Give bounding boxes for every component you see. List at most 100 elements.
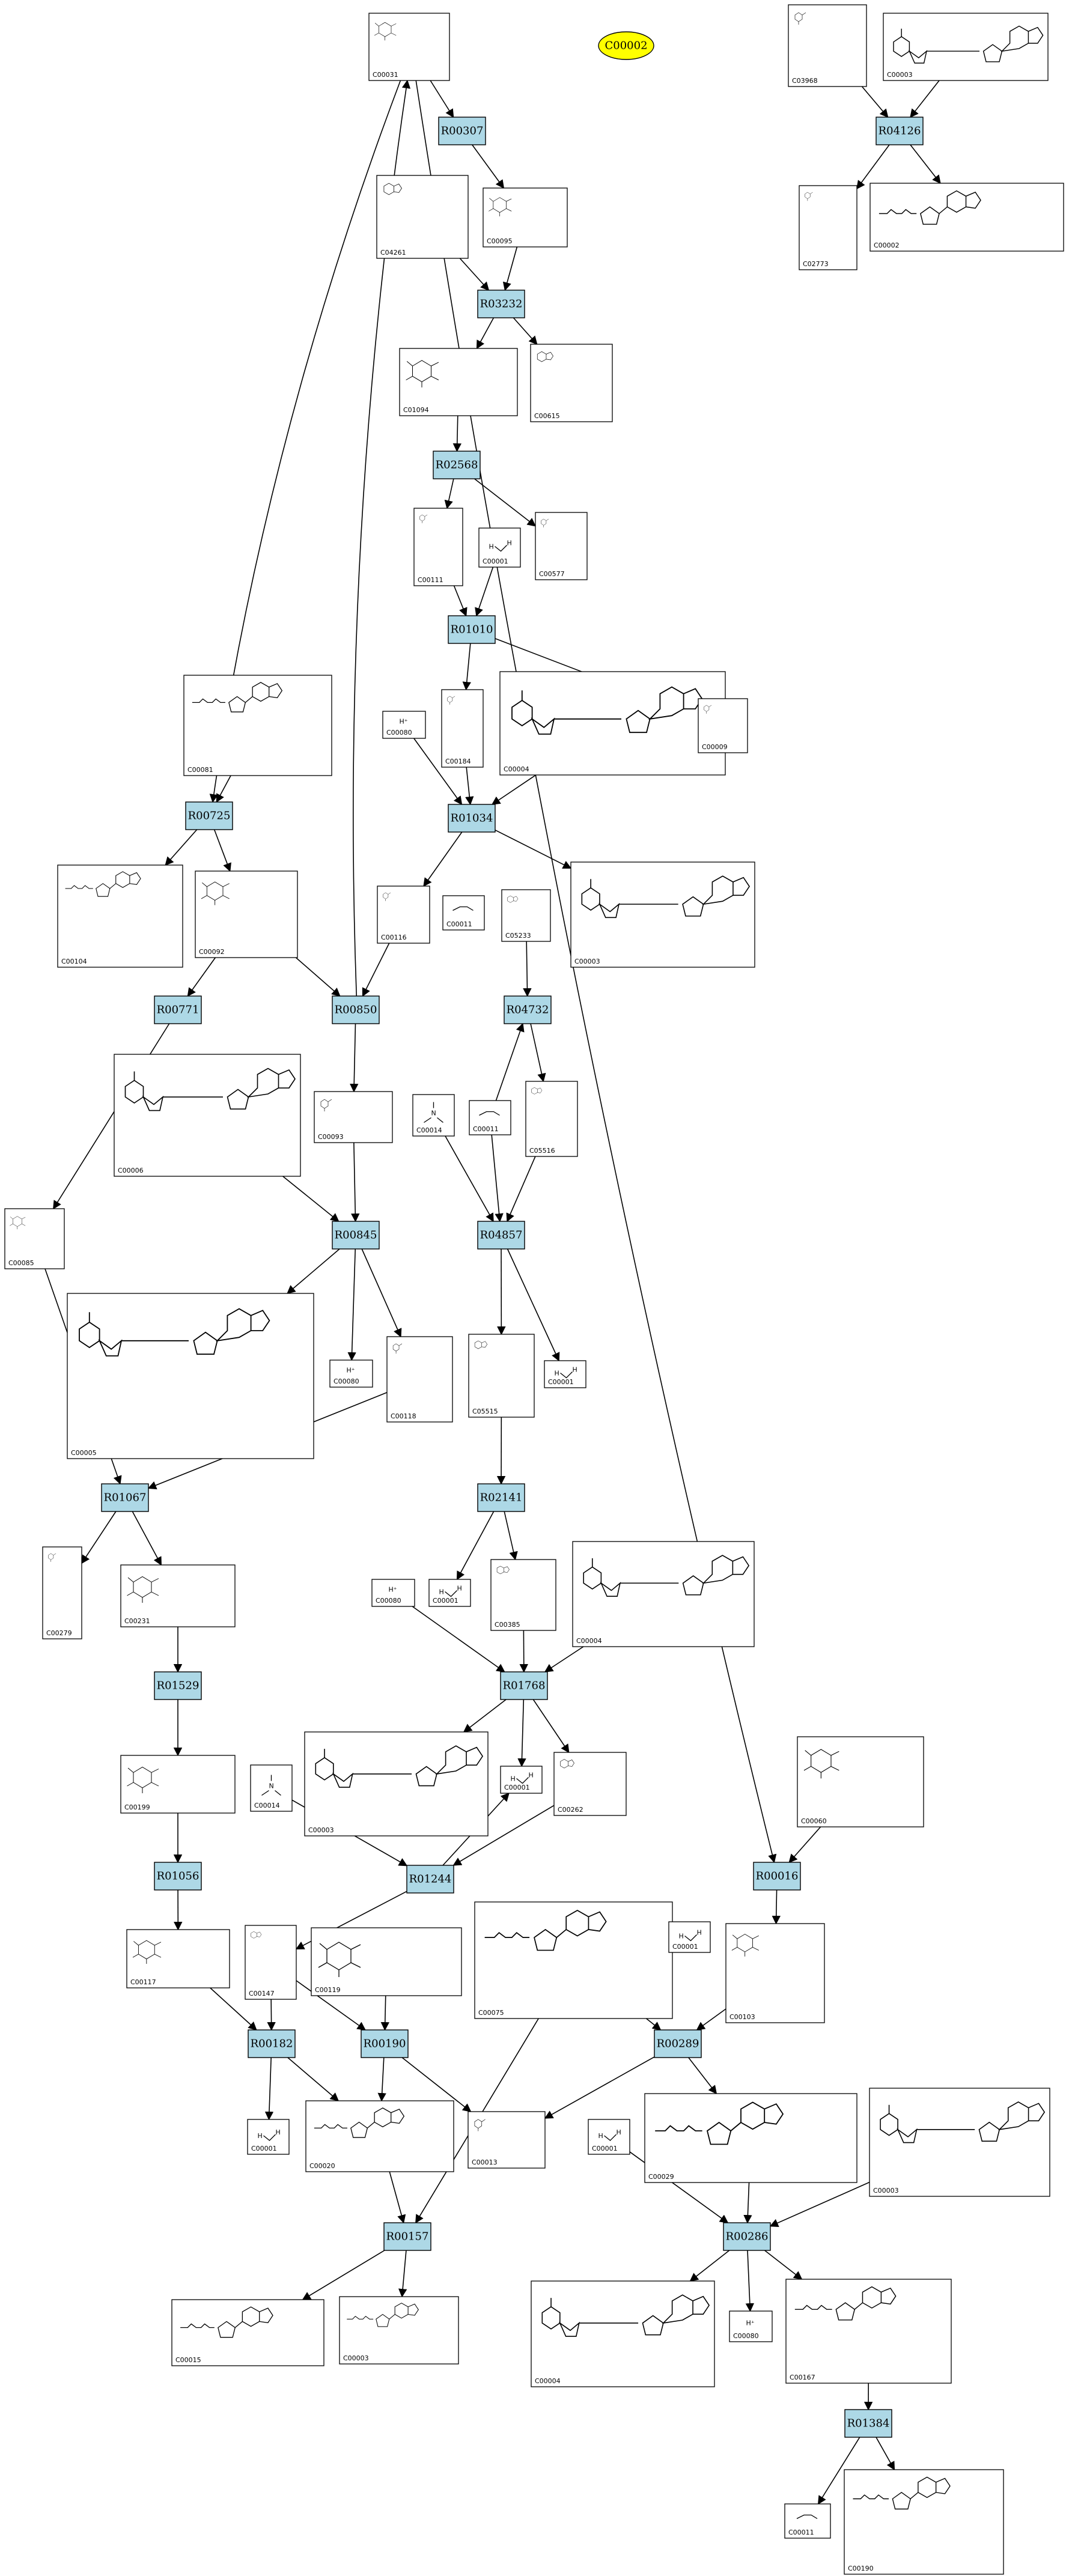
compound-id-label: C00231	[124, 1617, 150, 1625]
compound-node-c00111[interactable]: C00111	[413, 508, 463, 586]
compound-box	[490, 1559, 556, 1631]
compound-node-c00080[interactable]: H⁺C00080	[329, 1359, 373, 1388]
reaction-node-r00845[interactable]: R00845	[332, 1221, 380, 1250]
compound-node-c00011[interactable]: C00011	[469, 1100, 511, 1135]
compound-node-c00184[interactable]: C00184	[441, 689, 484, 768]
reaction-node-r00725[interactable]: R00725	[185, 801, 233, 830]
compound-node-c00013[interactable]: C00013	[467, 2111, 546, 2169]
compound-node-c00262[interactable]: C00262	[553, 1752, 627, 1816]
compound-node-c00003[interactable]: C00003	[570, 861, 755, 968]
reaction-node-r00307[interactable]: R00307	[438, 117, 486, 145]
reaction-node-r04126[interactable]: R04126	[876, 117, 924, 145]
compound-node-c05515[interactable]: C05515	[468, 1334, 535, 1418]
reaction-node-r01056[interactable]: R01056	[154, 1862, 202, 1891]
reaction-node-r00289[interactable]: R00289	[654, 2029, 702, 2058]
reaction-node-r01010[interactable]: R01010	[448, 615, 496, 644]
compound-node-c00003[interactable]: C00003	[883, 13, 1049, 81]
compound-node-c00116[interactable]: C00116	[377, 886, 430, 944]
highlight-compound-node[interactable]: C00002	[598, 31, 654, 60]
reaction-node-r00182[interactable]: R00182	[248, 2029, 296, 2058]
reaction-node-r01384[interactable]: R01384	[844, 2409, 892, 2438]
compound-node-c00615[interactable]: C00615	[530, 344, 613, 422]
reaction-node-r00190[interactable]: R00190	[361, 2029, 409, 2058]
compound-node-c00093[interactable]: C00093	[314, 1091, 393, 1143]
edge-c00117-to-r00182	[210, 1987, 257, 2031]
compound-node-c04261[interactable]: C04261	[376, 175, 469, 259]
compound-node-c00005[interactable]: C00005	[67, 1293, 314, 1459]
compound-node-c02773[interactable]: C02773	[799, 185, 857, 270]
compound-node-c00004[interactable]: C00004	[499, 671, 726, 776]
reaction-node-r02568[interactable]: R02568	[433, 451, 481, 479]
compound-node-c00009[interactable]: C00009	[698, 698, 748, 753]
reaction-node-r00157[interactable]: R00157	[383, 2222, 431, 2251]
compound-node-c00075[interactable]: C00075	[474, 1901, 673, 2019]
compound-node-c00080[interactable]: H⁺C00080	[371, 1579, 415, 1607]
compound-node-c00119[interactable]: C00119	[311, 1927, 462, 1996]
reaction-node-r01244[interactable]: R01244	[406, 1865, 454, 1894]
compound-node-c00103[interactable]: C00103	[725, 1923, 825, 2023]
compound-node-c00003[interactable]: C00003	[339, 2296, 459, 2365]
edge-c00092-to-r00850	[295, 957, 341, 997]
compound-node-c00081[interactable]: C00081	[183, 675, 332, 776]
compound-node-c00231[interactable]: C00231	[120, 1564, 236, 1627]
reaction-node-r00771[interactable]: R00771	[154, 995, 202, 1024]
compound-id-label: C00004	[535, 2377, 561, 2385]
compound-node-c00279[interactable]: C00279	[42, 1546, 82, 1639]
compound-node-c00577[interactable]: C00577	[535, 512, 588, 580]
compound-node-c00085[interactable]: C00085	[4, 1208, 65, 1269]
compound-id-label: C00004	[504, 765, 529, 773]
compound-node-c00118[interactable]: C00118	[386, 1336, 453, 1423]
compound-node-c00104[interactable]: C00104	[57, 864, 183, 968]
compound-node-c00004[interactable]: C00004	[531, 2280, 715, 2387]
compound-node-c00060[interactable]: C00060	[797, 1736, 924, 1827]
compound-node-c00002[interactable]: C00002	[870, 183, 1064, 252]
reaction-node-r00286[interactable]: R00286	[723, 2222, 771, 2251]
reaction-node-r00016[interactable]: R00016	[753, 1862, 801, 1891]
compound-node-c00167[interactable]: C00167	[785, 2279, 952, 2384]
edge-r00845-to-c00080	[347, 1248, 356, 1361]
compound-node-c00147[interactable]: C00147	[245, 1925, 297, 2000]
compound-node-c01094[interactable]: C01094	[399, 348, 518, 416]
reaction-node-r00850[interactable]: R00850	[332, 995, 380, 1024]
edge-r00289-to-c00029	[688, 2057, 717, 2095]
reaction-node-r01067[interactable]: R01067	[101, 1483, 149, 1512]
reaction-node-r01768[interactable]: R01768	[500, 1671, 548, 1700]
compound-node-c03968[interactable]: C03968	[788, 4, 867, 87]
compound-node-c00004[interactable]: C00004	[572, 1541, 755, 1647]
compound-node-c00011[interactable]: C00011	[784, 2503, 831, 2539]
compound-node-c05516[interactable]: C05516	[525, 1081, 578, 1157]
compound-node-c00003[interactable]: C00003	[304, 1731, 489, 1836]
compound-node-c05233[interactable]: C05233	[501, 889, 551, 942]
compound-node-c00029[interactable]: C00029	[644, 2093, 857, 2183]
compound-node-c00199[interactable]: C00199	[120, 1755, 236, 1814]
compound-node-c00385[interactable]: C00385	[490, 1559, 556, 1631]
compound-node-c00080[interactable]: H⁺C00080	[382, 711, 426, 739]
reaction-node-r04732[interactable]: R04732	[504, 995, 552, 1024]
reaction-node-r03232[interactable]: R03232	[477, 290, 525, 318]
compound-node-c00015[interactable]: C00015	[171, 2299, 324, 2366]
edge-c00060-to-r00016	[788, 1826, 821, 1864]
reaction-node-r02141[interactable]: R02141	[477, 1483, 525, 1512]
compound-node-c00006[interactable]: C00006	[114, 1054, 301, 1177]
compound-node-c00095[interactable]: C00095	[483, 187, 568, 248]
compound-node-c00092[interactable]: C00092	[195, 870, 298, 958]
compound-node-c00031[interactable]: C00031	[368, 13, 450, 81]
reaction-node-r04857[interactable]: R04857	[477, 1221, 525, 1250]
reaction-node-r01034[interactable]: R01034	[448, 804, 496, 833]
reaction-node-r01529[interactable]: R01529	[154, 1671, 202, 1700]
compound-node-c00003[interactable]: C00003	[869, 2088, 1050, 2197]
compound-node-c00190[interactable]: C00190	[844, 2469, 1004, 2575]
compound-node-c00080[interactable]: H⁺C00080	[729, 2310, 773, 2342]
compound-node-c00020[interactable]: C00020	[305, 2100, 454, 2172]
compound-node-c00117[interactable]: C00117	[126, 1929, 230, 1988]
compound-node-c00011[interactable]: C00011	[442, 895, 485, 931]
